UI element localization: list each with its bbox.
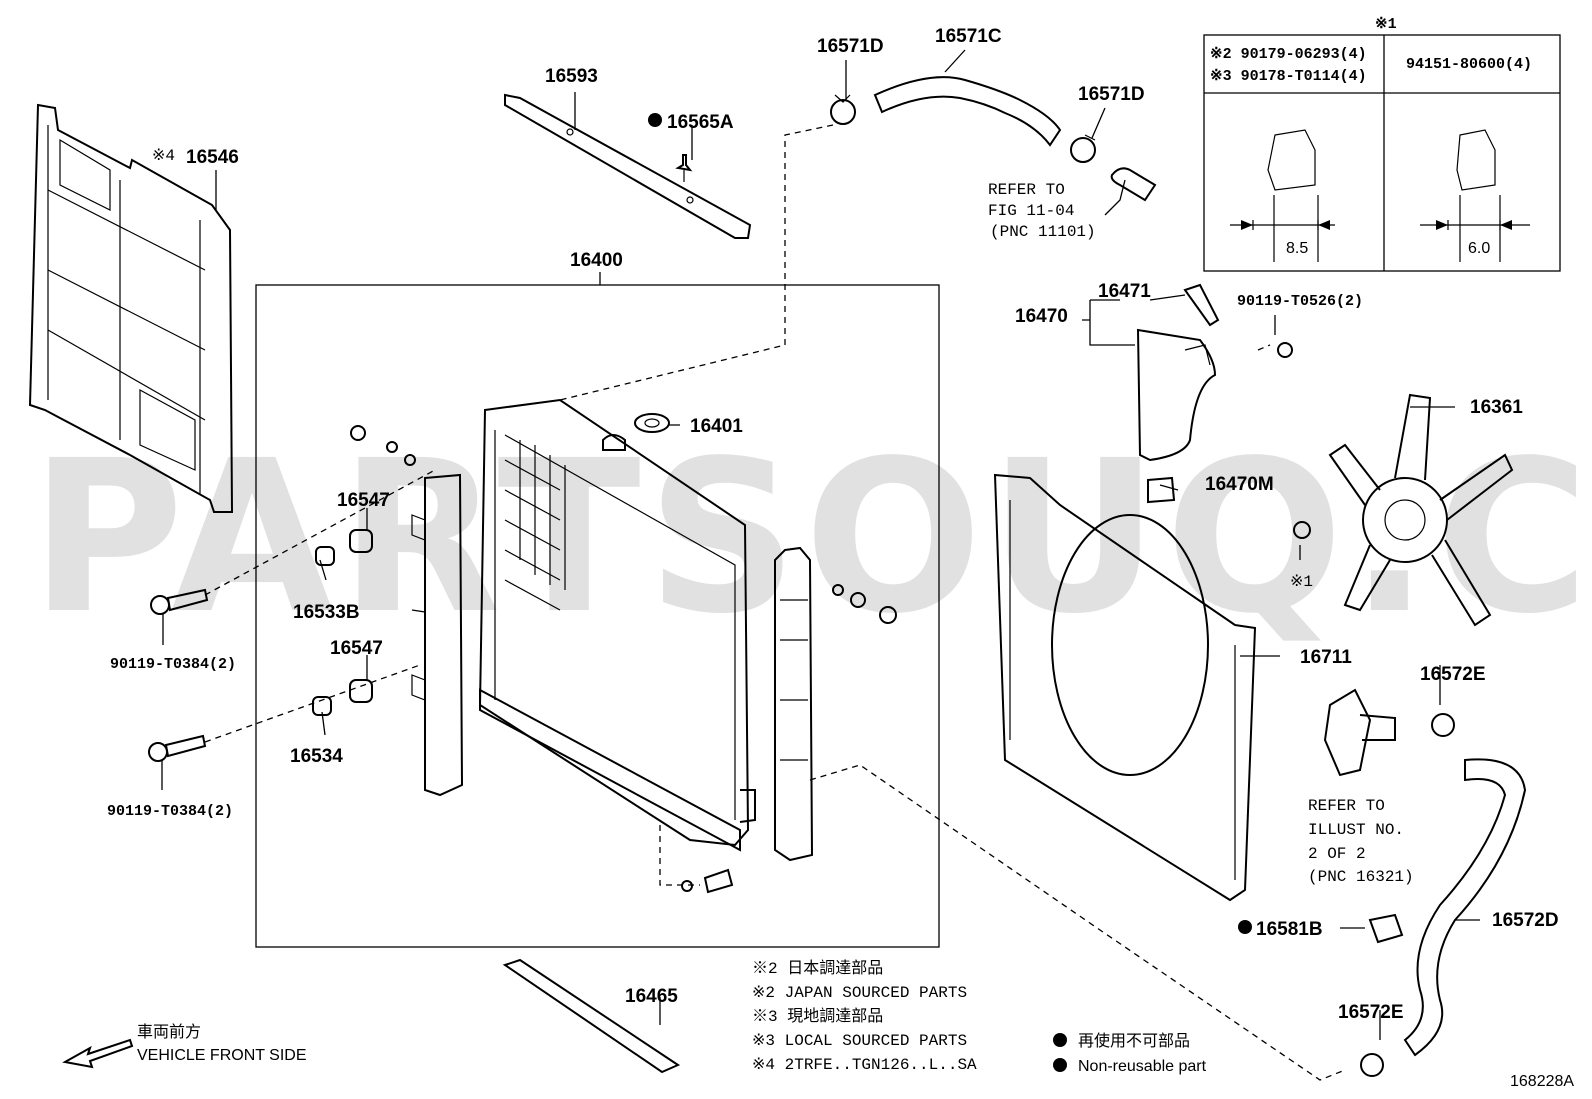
legend-jp: 再使用不可部品 bbox=[1078, 1032, 1190, 1050]
label-16465: 16465 bbox=[625, 986, 678, 1007]
bushing-16533B[interactable] bbox=[315, 546, 335, 566]
label-bolt-a: 90119-T0384(2) bbox=[110, 656, 236, 673]
direction-jp: 車両前方 bbox=[137, 1023, 201, 1041]
bolt-90119-T0384-a[interactable] bbox=[150, 588, 209, 615]
legend-en: Non-reusable part bbox=[1078, 1058, 1207, 1075]
drain-cock[interactable] bbox=[681, 868, 734, 894]
cooling-fan-16361[interactable] bbox=[1328, 393, 1514, 627]
note-1: ※2 日本調達部品 bbox=[752, 959, 883, 978]
bolt-90119-T0526[interactable] bbox=[1277, 342, 1293, 358]
label-16401: 16401 bbox=[690, 416, 743, 437]
spec-table-left-row1: ※2 90179-06293(4) bbox=[1210, 46, 1367, 63]
grille-16546[interactable] bbox=[28, 103, 234, 513]
diagram-code: 168228A bbox=[1510, 1073, 1574, 1090]
nonreusable-icon-16565A bbox=[648, 113, 662, 127]
left-side-bracket[interactable] bbox=[411, 473, 464, 797]
label-16546: 16546 bbox=[186, 147, 239, 168]
label-16547-a: 16547 bbox=[337, 490, 390, 511]
clip-16565A[interactable] bbox=[675, 154, 693, 182]
label-16533B: 16533B bbox=[293, 602, 360, 623]
label-16400: 16400 bbox=[570, 250, 623, 271]
nut-mark-1[interactable] bbox=[1293, 521, 1311, 539]
ref-illust-line3: 2 OF 2 bbox=[1308, 845, 1366, 863]
label-16534: 16534 bbox=[290, 746, 343, 767]
grommet-16470M[interactable] bbox=[1147, 476, 1176, 504]
clamp-16581B[interactable] bbox=[1368, 913, 1404, 944]
clamp-16572E-a[interactable] bbox=[1431, 713, 1455, 737]
small-bolts-right[interactable] bbox=[832, 584, 897, 624]
water-outlet bbox=[1323, 688, 1396, 777]
nonreusable-icon-16581B bbox=[1238, 920, 1252, 934]
label-16470: 16470 bbox=[1015, 306, 1068, 327]
small-bolt-top-left[interactable] bbox=[350, 425, 416, 466]
label-16593: 16593 bbox=[545, 66, 598, 87]
ref-fig-line3: (PNC 11101) bbox=[990, 223, 1096, 241]
bolt-90119-T0384-b[interactable] bbox=[148, 734, 207, 762]
clamp-16572E-b[interactable] bbox=[1360, 1053, 1384, 1077]
note-2: ※2 JAPAN SOURCED PARTS bbox=[752, 984, 967, 1002]
label-mark-1: ※1 bbox=[1290, 573, 1313, 591]
cushion-16547-b[interactable] bbox=[349, 679, 373, 703]
radiator-16400[interactable] bbox=[478, 398, 756, 852]
engine-pipe-stub bbox=[1110, 167, 1157, 202]
spec-table-right-dim: 6.0 bbox=[1468, 240, 1490, 257]
leader-lines bbox=[161, 49, 1480, 1040]
upper-support-16593[interactable] bbox=[504, 93, 752, 239]
reservoir-cap-16471[interactable] bbox=[1183, 283, 1220, 327]
spec-table-right-part: 94151-80600(4) bbox=[1406, 56, 1532, 73]
note-5: ※4 2TRFE..TGN126..L..SA bbox=[752, 1056, 977, 1074]
front-arrow-icon bbox=[62, 1038, 134, 1069]
clamp-16571D-a[interactable] bbox=[830, 94, 856, 125]
radiator-cap-16401[interactable] bbox=[634, 413, 670, 433]
hose-16572D[interactable] bbox=[1403, 758, 1527, 1057]
label-16546-mark: ※4 bbox=[152, 147, 175, 165]
right-side-bracket[interactable] bbox=[774, 546, 814, 862]
ref-illust-line4: (PNC 16321) bbox=[1308, 868, 1414, 886]
legend-bullet-icon-b bbox=[1053, 1058, 1067, 1072]
label-90119-T0526: 90119-T0526(2) bbox=[1237, 293, 1363, 310]
dash-lines bbox=[204, 124, 1346, 1081]
spec-table-header-mark: ※1 bbox=[1375, 16, 1397, 33]
ref-illust-line2: ILLUST NO. bbox=[1308, 821, 1404, 839]
label-16571D-b: 16571D bbox=[1078, 84, 1145, 105]
legend-bullet-icon-a bbox=[1053, 1033, 1067, 1047]
clamp-16571D-b[interactable] bbox=[1070, 134, 1096, 163]
ref-fig-line2: FIG 11-04 bbox=[988, 202, 1074, 220]
label-16565A: 16565A bbox=[667, 112, 734, 133]
label-16547-b: 16547 bbox=[330, 638, 383, 659]
label-16572D: 16572D bbox=[1492, 910, 1559, 931]
note-3: ※3 現地調達部品 bbox=[752, 1007, 883, 1026]
label-16572E-a: 16572E bbox=[1420, 664, 1486, 685]
label-bolt-b: 90119-T0384(2) bbox=[107, 803, 233, 820]
ref-fig-line1: REFER TO bbox=[988, 181, 1065, 199]
spec-table bbox=[1203, 34, 1561, 272]
label-16571C: 16571C bbox=[935, 26, 1002, 47]
note-4: ※3 LOCAL SOURCED PARTS bbox=[752, 1032, 967, 1050]
label-16581B: 16581B bbox=[1256, 919, 1323, 940]
direction-en: VEHICLE FRONT SIDE bbox=[137, 1047, 307, 1064]
filler-neck bbox=[602, 434, 626, 451]
ref-illust-line1: REFER TO bbox=[1308, 797, 1385, 815]
label-16471: 16471 bbox=[1098, 281, 1151, 302]
label-16711: 16711 bbox=[1300, 647, 1352, 668]
label-16571D-a: 16571D bbox=[817, 36, 884, 57]
radiator-assembly-frame bbox=[255, 284, 940, 948]
reservoir-tank-16470[interactable] bbox=[1136, 328, 1217, 462]
cushion-16547-a[interactable] bbox=[349, 529, 373, 553]
spec-table-left-row2: ※3 90178-T0114(4) bbox=[1210, 68, 1367, 85]
seal-16465[interactable] bbox=[502, 958, 681, 1074]
fan-shroud-16711[interactable] bbox=[993, 473, 1257, 902]
label-16572E-b: 16572E bbox=[1338, 1002, 1404, 1023]
spec-table-left-dim: 8.5 bbox=[1286, 240, 1308, 257]
label-16361: 16361 bbox=[1470, 397, 1523, 418]
label-16470M: 16470M bbox=[1205, 474, 1274, 495]
hose-16571C[interactable] bbox=[873, 76, 1062, 147]
